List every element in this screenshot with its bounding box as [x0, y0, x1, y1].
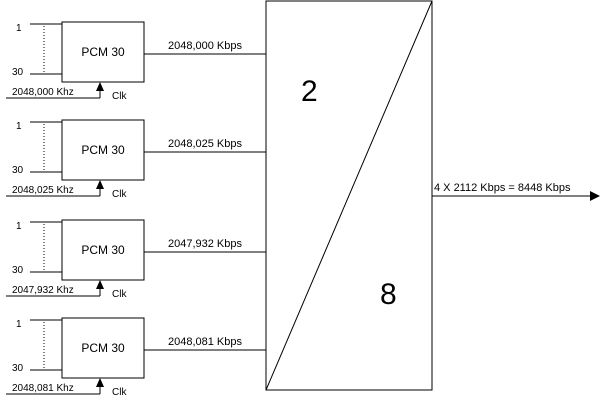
output-arrow-icon [590, 191, 600, 201]
pcm30-block [61, 119, 145, 181]
clk-label: Clk [112, 387, 127, 398]
pcm30-label: PCM 30 [81, 143, 125, 157]
clk-label: Clk [112, 189, 127, 200]
pcm-channel-2: PCM 30 1 30 2048,025 Khz Clk 2048,025 Kbps [6, 119, 266, 200]
channel-first-label: 1 [16, 319, 22, 330]
channel-first-label: 1 [16, 221, 22, 232]
channel-last-label: 30 [12, 67, 24, 78]
clk-label: Clk [112, 289, 127, 300]
pcm30-label: PCM 30 [81, 243, 125, 257]
pcm-channel-1: PCM 30 1 30 2048,000 Khz Clk 2048,000 Kbps [6, 21, 266, 102]
tributary-rate-label: 2048,081 Kbps [168, 336, 243, 348]
clock-arrow-icon [96, 280, 104, 289]
pcm30-label: PCM 30 [81, 341, 125, 355]
pcm30-block [61, 317, 145, 379]
channel-last-label: 30 [12, 165, 24, 176]
clock-rate-label: 2048,025 Khz [12, 185, 74, 196]
clock-rate-label: 2048,081 Khz [12, 383, 74, 394]
pcm-channel-3: PCM 30 1 30 2047,932 Khz Clk 2047,932 Kbps [6, 219, 266, 300]
tributary-rate-label: 2048,000 Kbps [168, 40, 243, 52]
channel-last-label: 30 [12, 265, 24, 276]
mux-output-order: 8 [380, 278, 397, 311]
pcm30-block [61, 21, 145, 83]
channel-first-label: 1 [16, 121, 22, 132]
multiplexer-diagonal [265, 0, 433, 391]
pcm-channel-4: PCM 30 1 30 2048,081 Khz Clk 2048,081 Kbps [6, 317, 266, 398]
tributary-rate-label: 2048,025 Kbps [168, 138, 243, 150]
channel-last-label: 30 [12, 363, 24, 374]
channel-first-label: 1 [16, 23, 22, 34]
pcm30-block [61, 219, 145, 281]
clock-arrow-icon [96, 378, 104, 387]
clock-arrow-icon [96, 82, 104, 91]
clock-arrow-icon [96, 180, 104, 189]
clk-label: Clk [112, 91, 127, 102]
output-label: 4 X 2112 Kbps = 8448 Kbps [434, 182, 571, 194]
tributary-rate-label: 2047,932 Kbps [168, 238, 243, 250]
pcm30-label: PCM 30 [81, 45, 125, 59]
mux-input-order: 2 [301, 75, 318, 108]
clock-rate-label: 2047,932 Khz [12, 285, 74, 296]
clock-rate-label: 2048,000 Khz [12, 87, 74, 98]
